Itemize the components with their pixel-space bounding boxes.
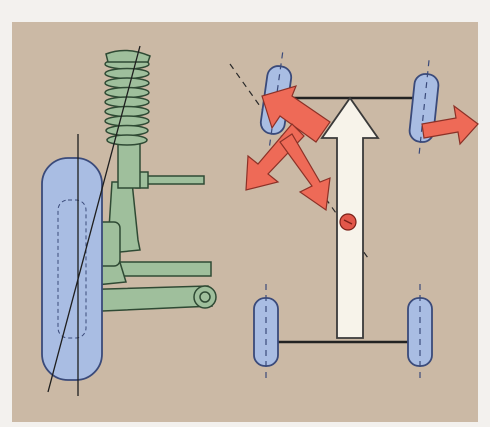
spring-coil — [106, 126, 148, 136]
control-arm-bushing — [194, 286, 216, 308]
tie-rod — [140, 176, 204, 184]
spring-coil — [107, 135, 147, 145]
spring-coil — [105, 97, 149, 107]
spring-coil — [105, 116, 149, 126]
coil-spring — [105, 59, 149, 145]
spring-coil — [105, 78, 149, 88]
spring-coil — [105, 69, 149, 79]
spring-coil — [105, 107, 149, 117]
left-wheel-tire — [42, 158, 102, 380]
strut-body — [118, 140, 140, 188]
